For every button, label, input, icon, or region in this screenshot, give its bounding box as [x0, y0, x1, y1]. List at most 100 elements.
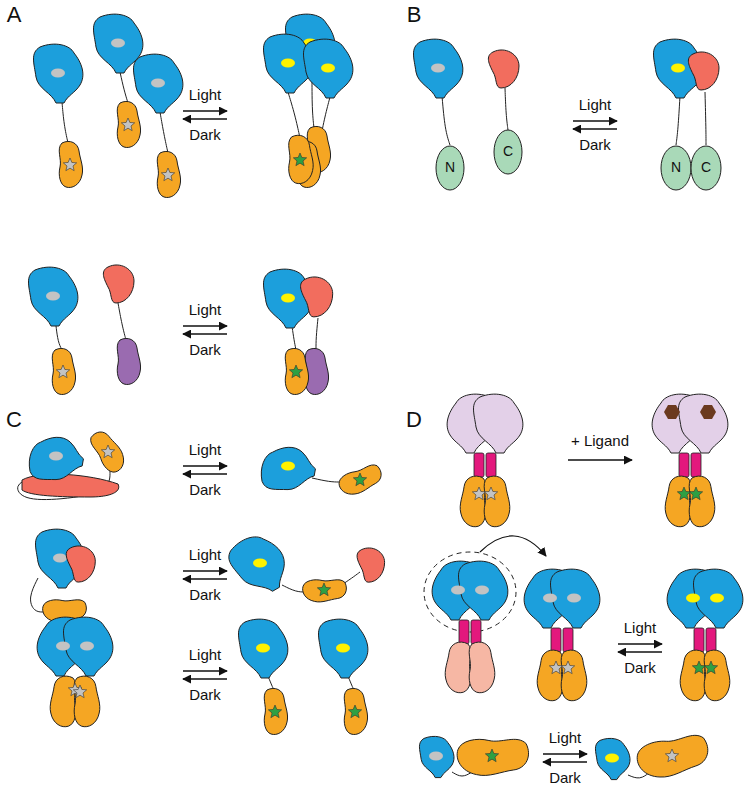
effector-domain: [59, 141, 82, 187]
star-marker: [348, 705, 361, 718]
effector-domain: [457, 739, 528, 775]
photosensory-domain: [319, 619, 368, 678]
panel-letter: C: [6, 408, 22, 432]
photosensory-domain: [134, 54, 183, 113]
photosensory-domain: [34, 44, 83, 103]
effector-domain: [680, 650, 706, 701]
terminus-label: N: [671, 160, 681, 175]
reaction-arrow: [183, 118, 227, 119]
helix-linker: [563, 628, 573, 652]
photosensory-domain: [304, 39, 353, 98]
linker: [160, 112, 168, 153]
photosensory-domain: [414, 39, 463, 98]
ligand: [664, 405, 680, 419]
effector-domain: [157, 151, 180, 197]
effector-half: [305, 348, 328, 394]
star-marker: [317, 583, 330, 596]
star-marker: [353, 473, 366, 486]
reaction-label: Light: [579, 97, 612, 114]
chromophore: [543, 594, 557, 603]
reaction-label: Dark: [579, 137, 611, 154]
star-marker: [472, 487, 485, 500]
reaction-arrow: [543, 761, 587, 762]
reaction-arrow: [543, 753, 587, 754]
star-marker: [268, 705, 281, 718]
reaction-label: Dark: [189, 587, 221, 604]
effector-domain: [561, 650, 587, 701]
photosensory-domain: [26, 433, 86, 486]
reaction-label: Light: [189, 442, 222, 459]
chromophore: [111, 39, 125, 48]
interaction-partner: [103, 265, 134, 303]
reaction-label: Light: [189, 87, 222, 104]
dimer-domain: [64, 617, 113, 676]
interaction-partner: [488, 50, 519, 88]
dimer-domain: [474, 394, 523, 453]
linker: [705, 92, 706, 145]
split-half: [436, 146, 464, 190]
reaction-label: Light: [624, 620, 657, 637]
effector-domain: [665, 476, 691, 527]
reaction-arrow: [573, 120, 617, 121]
effector-domain: [469, 642, 495, 693]
interaction-partner: [301, 277, 333, 317]
reaction-label: Light: [189, 302, 222, 319]
photosensory-domain: [34, 44, 83, 103]
effector-domain: [52, 348, 75, 394]
effector-domain: [665, 476, 691, 527]
photosensory-domain: [239, 619, 288, 678]
chromophore: [46, 292, 60, 301]
chromophore: [51, 69, 65, 78]
chromophore: [336, 644, 350, 653]
linker: [442, 96, 450, 145]
linker: [56, 326, 62, 350]
effector-domain: [336, 463, 385, 499]
effector-domain: [445, 642, 471, 693]
linker: [288, 92, 300, 138]
effector-domain: [303, 580, 347, 602]
linker: [62, 102, 68, 143]
effector-domain: [704, 650, 730, 701]
swap-region: [424, 552, 516, 632]
star-marker: [704, 661, 717, 674]
effector-half: [305, 348, 328, 394]
effector-domain: [635, 733, 712, 781]
effector-domain: [680, 650, 706, 701]
photosensory-domain: [595, 738, 630, 779]
linker: [316, 318, 318, 350]
dimer-domain: [459, 561, 508, 620]
effector-domain: [264, 688, 287, 734]
chromophore: [80, 642, 94, 651]
helix-linker: [551, 628, 561, 652]
linker: [505, 88, 508, 130]
dimer-domain: [694, 569, 743, 628]
effector-domain: [88, 427, 129, 476]
effector-domain: [88, 427, 129, 476]
reaction-arrow: [183, 670, 227, 671]
reaction-label: Light: [549, 730, 582, 747]
effector-domain: [484, 476, 510, 527]
reaction-arrow: [183, 578, 227, 579]
photosensory-domain: [224, 527, 296, 603]
star-marker: [665, 749, 678, 762]
chromophore: [431, 64, 445, 73]
effector-domain: [537, 650, 563, 701]
interaction-partner: [688, 52, 719, 90]
star-marker: [63, 158, 76, 171]
helix-linker: [471, 620, 481, 644]
linker: [118, 303, 126, 340]
star-marker: [293, 153, 306, 166]
swap-arrow: [480, 536, 546, 556]
reaction-arrow: [573, 128, 617, 129]
helix-linker: [679, 453, 689, 477]
effector-domain: [344, 688, 367, 734]
reaction-arrow: [183, 570, 227, 571]
helix-linker: [691, 453, 701, 477]
star-marker: [561, 661, 574, 674]
star-marker: [161, 168, 174, 181]
chromophore: [256, 644, 270, 653]
effector-domain: [445, 642, 471, 693]
chromophore: [475, 586, 489, 595]
helix-linker: [486, 453, 496, 477]
chromophore: [429, 752, 443, 761]
